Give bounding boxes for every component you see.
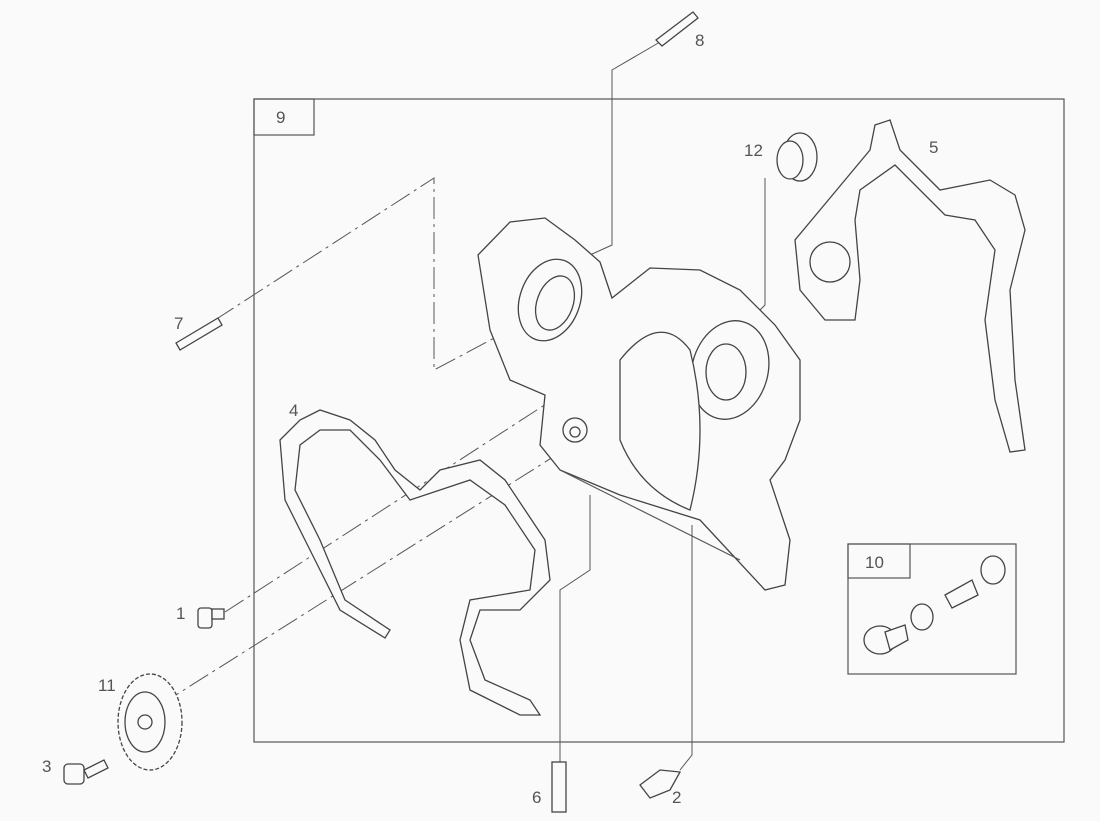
callout-4: 4: [289, 401, 299, 420]
bolt-1: [197, 607, 225, 629]
oil-seal-12: [776, 132, 818, 182]
callout-6: 6: [532, 788, 542, 807]
assembly-frame-9: [253, 98, 1065, 743]
sensor-2: [639, 769, 682, 799]
callout-box-10: [847, 543, 911, 579]
callout-1: 1: [176, 604, 186, 623]
leader-lines: [159, 41, 766, 771]
timing-cover: [477, 217, 801, 591]
callout-8: 8: [695, 31, 705, 50]
gear-11: [117, 673, 183, 771]
stud-7: [175, 317, 223, 351]
gasket-5: [794, 119, 1026, 453]
subassembly-frame-10: [847, 543, 1017, 675]
callout-3: 3: [42, 757, 52, 776]
bolt-3: [63, 759, 109, 785]
stud-8: [655, 11, 699, 47]
callout-5: 5: [929, 138, 939, 157]
gasket-4: [279, 409, 551, 716]
callout-2: 2: [672, 788, 682, 807]
callout-7: 7: [174, 314, 184, 333]
callout-9: 9: [276, 108, 286, 127]
valve-parts-10: [863, 555, 1006, 655]
callout-box-9: [253, 98, 315, 136]
callout-11: 11: [98, 676, 116, 695]
callout-12: 12: [744, 141, 763, 160]
stud-6: [551, 761, 567, 813]
callout-10: 10: [865, 553, 884, 572]
